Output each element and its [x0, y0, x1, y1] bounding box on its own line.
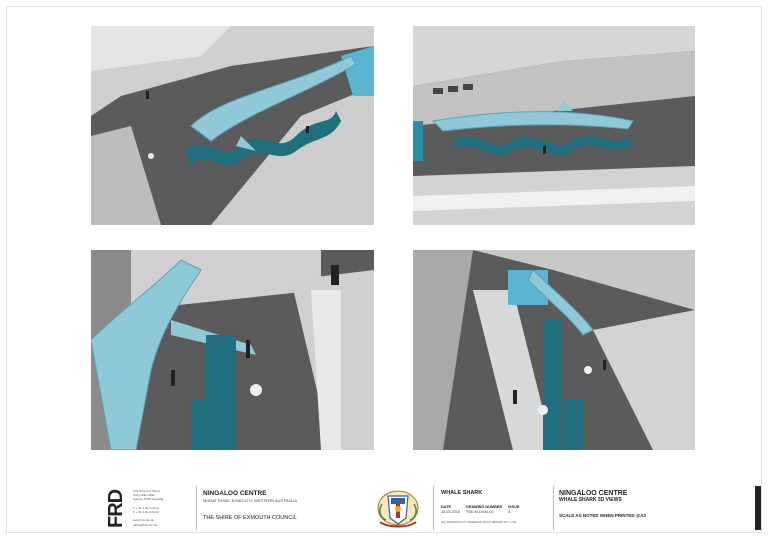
divider — [553, 486, 554, 530]
date-col: DATE 15.03.2016 — [441, 505, 460, 514]
drawing-subject: WHALE SHARK — [441, 490, 483, 496]
firm-line: office@frd.com.au — [133, 522, 158, 527]
copyright-note: ALL DRAWINGS © FREEMAN RYAN DESIGN PTY L… — [441, 520, 517, 524]
issue-col: ISSUE A — [508, 505, 519, 514]
sheet-title-1: NINGALOO CENTRE — [559, 490, 628, 497]
project-title: NINGALOO CENTRE — [203, 490, 267, 497]
project-info: NINGALOO CENTRE MURAT ROAD, EXMOUTH, WES… — [203, 490, 373, 521]
firm-line: Surry Hills NSW — [133, 493, 155, 498]
client-name: THE SHIRE OF EXMOUTH COUNCIL — [203, 515, 297, 521]
scale-note: SCALE AS NOTED WHEN PRINTED @A3 — [559, 513, 646, 518]
frd-logo: FRD — [105, 489, 127, 528]
view-3-bottom-left — [91, 250, 374, 450]
drawing-number-label: DRAWING NUMBER — [466, 505, 503, 509]
drawing-sheet — [6, 6, 762, 533]
firm-line: www.frd.com.au — [133, 518, 155, 523]
view-4-bottom-right — [413, 250, 695, 450]
view-1-top-left — [91, 26, 374, 225]
divider — [433, 486, 434, 530]
date-value: 15.03.2016 — [441, 510, 461, 514]
drawing-info: WHALE SHARK DATE 15.03.2016 DRAWING NUMB… — [441, 490, 551, 524]
firm-line: Sydney NSW Australia — [133, 497, 164, 502]
drawing-number-value: TBD.M-D030-02 — [466, 510, 494, 514]
title-block: FRD 199 Nnnnnnn Street Surry Hills NSW S… — [91, 478, 761, 534]
date-label: DATE — [441, 505, 452, 509]
issue-label: ISSUE — [508, 505, 520, 509]
firm-line: 199 Nnnnnnn Street — [133, 489, 160, 493]
firm-line: T + 61 2 9nnn 9nnn — [133, 505, 160, 510]
drawing-meta-row: DATE 15.03.2016 DRAWING NUMBER TBD.M-D03… — [441, 505, 551, 514]
view-2-top-right — [413, 26, 695, 225]
firm-line: F + 61 2 9nnn 9nnn — [133, 510, 160, 515]
issue-value: A — [508, 510, 511, 514]
council-crest-icon — [374, 484, 422, 530]
divider — [196, 486, 197, 530]
sheet-title-2: WHALE SHARK 3D VIEWS — [559, 497, 622, 503]
firm-details: 199 Nnnnnnn Street Surry Hills NSW Sydne… — [133, 489, 173, 527]
drawing-number-col: DRAWING NUMBER TBD.M-D030-02 — [466, 505, 502, 514]
sheet-title: NINGALOO CENTRE WHALE SHARK 3D VIEWS SCA… — [559, 490, 739, 518]
project-address: MURAT ROAD, EXMOUTH, WESTERN AUSTRALIA — [203, 498, 298, 503]
title-block-end-bar — [755, 486, 761, 530]
